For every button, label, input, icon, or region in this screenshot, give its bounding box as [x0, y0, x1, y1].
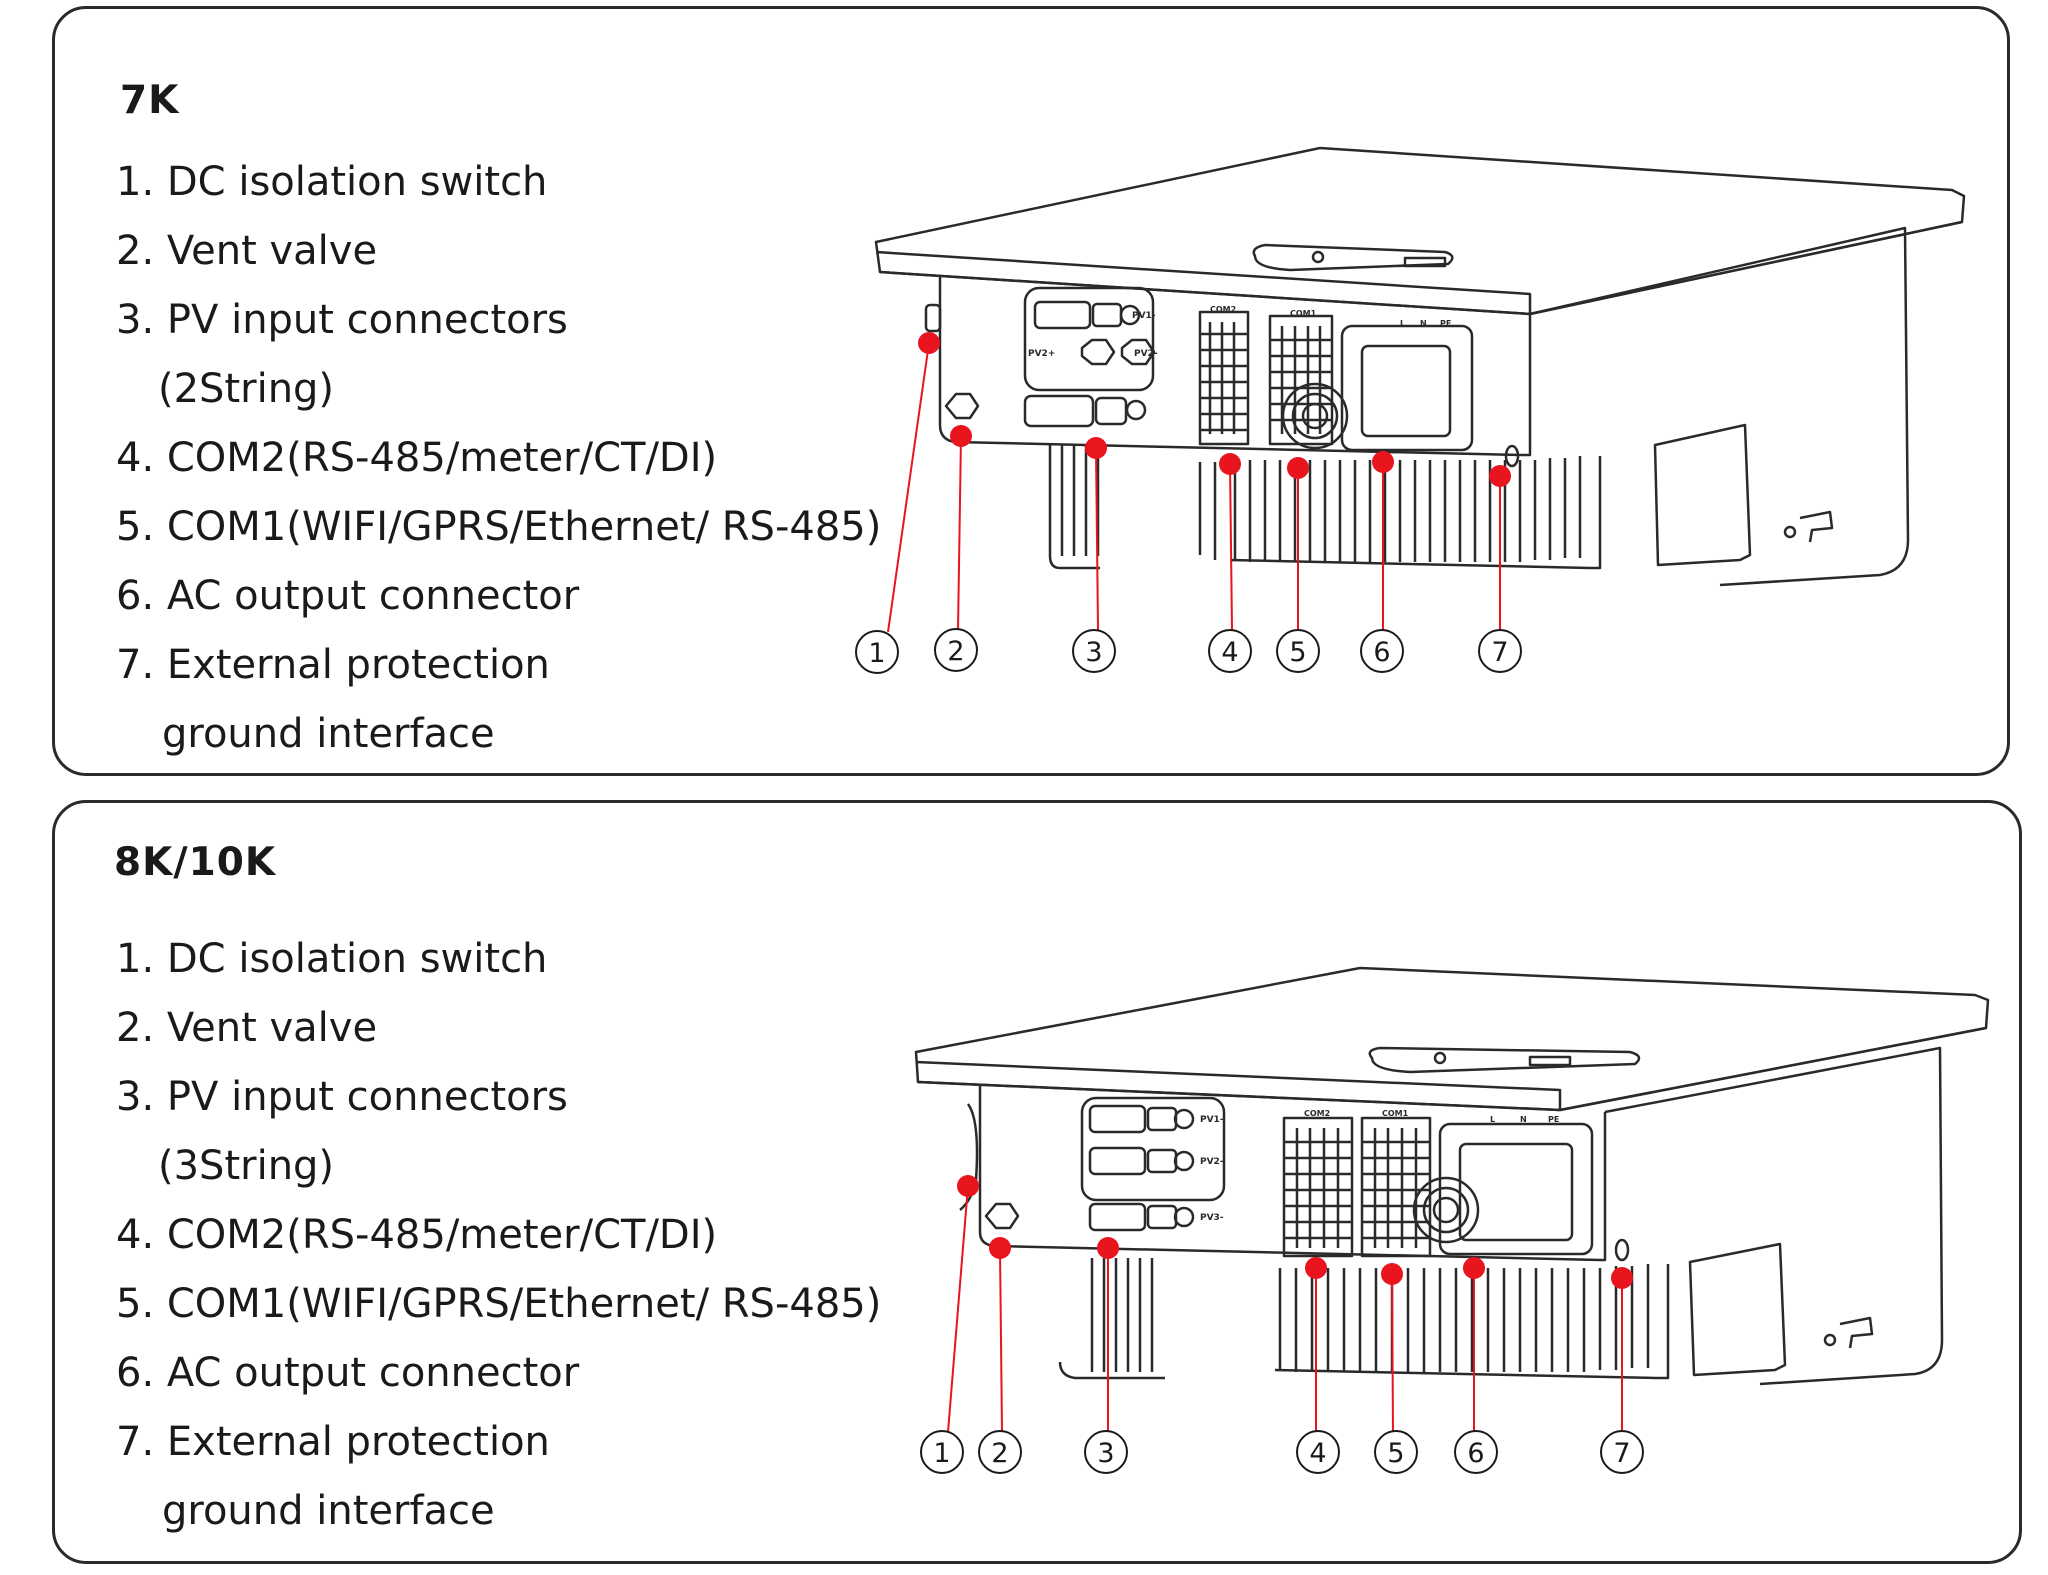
panel-title-8k-10k: 8K/10K: [114, 840, 277, 885]
callout-number: 4: [1221, 637, 1238, 668]
legend-item: 2. Vent valve: [116, 1005, 378, 1051]
panel-8k-10k: [52, 800, 2022, 1564]
callout-number: 3: [1085, 637, 1102, 668]
callout-number: 2: [947, 636, 964, 667]
legend-item: ground interface: [162, 711, 495, 757]
legend-item: 4. COM2(RS-485/meter/CT/DI): [116, 1212, 718, 1258]
port-label: N: [1420, 319, 1427, 328]
inverter-diagram-7k: PV1- PV2+ PV2- COM2 COM1 L N PE: [855, 146, 1966, 674]
port-label: L: [1400, 319, 1405, 328]
callout-number: 7: [1491, 637, 1508, 668]
callout-number: 5: [1289, 637, 1306, 668]
callout-number: 6: [1373, 637, 1390, 668]
port-label: PV2-: [1134, 349, 1158, 359]
legend-item: 3. PV input connectors: [116, 1074, 568, 1120]
port-label: PV2+: [1028, 349, 1055, 359]
legend-item: 5. COM1(WIFI/GPRS/Ethernet/ RS-485): [116, 1281, 882, 1327]
legend-item: (2String): [158, 366, 335, 412]
legend-item: 4. COM2(RS-485/meter/CT/DI): [116, 435, 718, 481]
port-label: COM2: [1210, 305, 1236, 314]
legend-8k-10k: 1. DC isolation switch 2. Vent valve 3. …: [116, 925, 881, 1546]
port-label: PV1-: [1132, 311, 1156, 321]
legend-item: 1. DC isolation switch: [116, 936, 548, 982]
callout-number: 1: [868, 638, 885, 669]
legend-7k: 1. DC isolation switch 2. Vent valve 3. …: [116, 148, 881, 769]
legend-item: 7. External protection: [116, 1419, 550, 1465]
legend-item: 3. PV input connectors: [116, 297, 568, 343]
panel-7k: [52, 6, 2010, 776]
port-label: PE: [1440, 319, 1451, 328]
legend-item: ground interface: [162, 1488, 495, 1534]
legend-item: 6. AC output connector: [116, 1350, 580, 1396]
legend-item: (3String): [158, 1143, 335, 1189]
legend-item: 6. AC output connector: [116, 573, 580, 619]
legend-item: 7. External protection: [116, 642, 550, 688]
legend-item: 5. COM1(WIFI/GPRS/Ethernet/ RS-485): [116, 504, 882, 550]
port-label: COM1: [1290, 309, 1317, 318]
legend-item: 1. DC isolation switch: [116, 159, 548, 205]
legend-item: 2. Vent valve: [116, 228, 378, 274]
panel-title-7k: 7K: [120, 78, 180, 123]
